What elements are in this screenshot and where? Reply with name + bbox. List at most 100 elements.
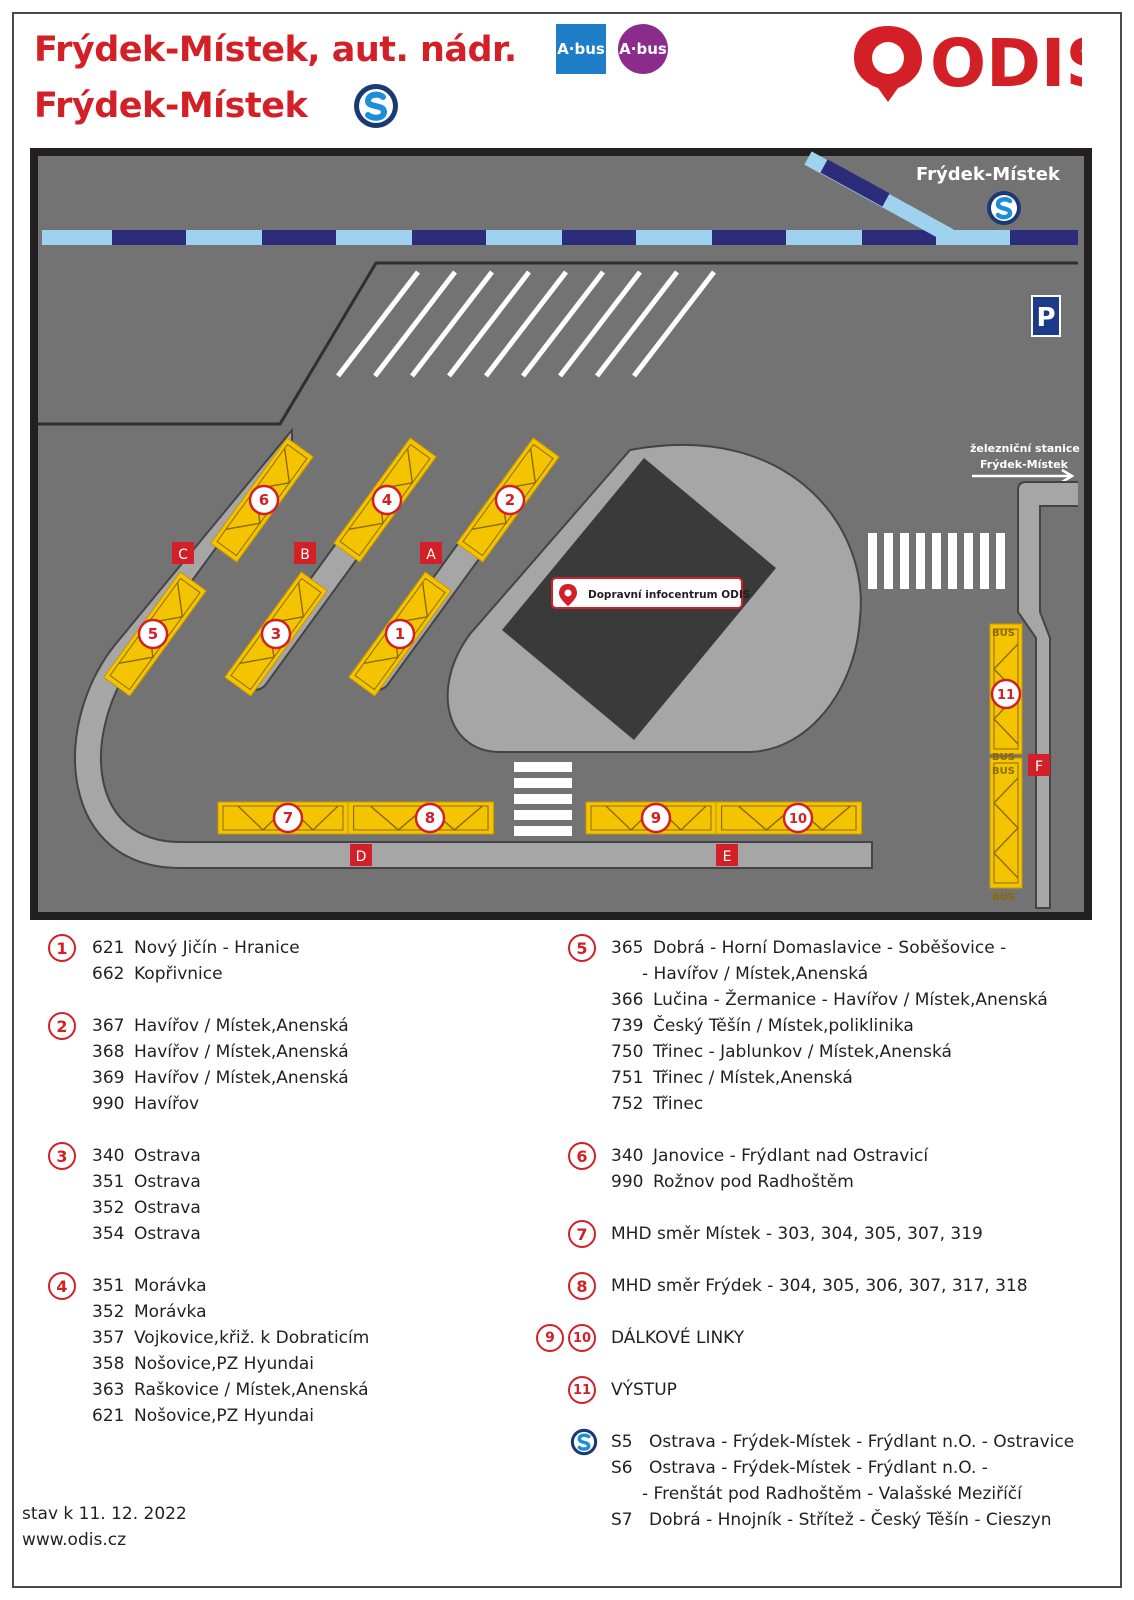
page-frame — [12, 12, 1122, 1588]
s-rail-station-icon — [987, 191, 1021, 225]
map-stand-5: 5 — [148, 625, 158, 643]
crosswalk-right — [868, 533, 1005, 589]
map-stand-6: 6 — [259, 491, 269, 509]
page-subtitle: Frýdek-Místek — [34, 86, 308, 126]
map-stand-2: 2 — [505, 491, 515, 509]
list-item: MHD směr Frýdek - 304, 305, 306, 307, 31… — [611, 1276, 1028, 1296]
platform-d-sign — [350, 844, 372, 866]
platform-b-sign — [294, 542, 316, 564]
legend-stand-9: 9 — [536, 1324, 564, 1352]
list-item-continuation: - Havířov / Místek,Anenská — [642, 964, 869, 984]
list-item: VÝSTUP — [611, 1380, 677, 1400]
map-stand-11: 11 — [997, 688, 1015, 703]
platform-d-letter: D — [356, 849, 367, 865]
abus-blue-logo: A·bus — [556, 24, 606, 74]
legend-stand-11: 11 — [568, 1376, 596, 1404]
platform-a-sign — [420, 542, 442, 564]
rail-station-label-1: železniční stanice — [970, 442, 1080, 455]
platform-f-sign — [1028, 754, 1050, 776]
legend-stand-7: 7 — [568, 1220, 596, 1248]
infocentrum-label: Dopravní infocentrum ODIS — [588, 589, 750, 601]
station-map: Frýdek-Místek P železniční stanice Frýde… — [30, 148, 1092, 920]
s-rail-icon — [570, 1428, 598, 1456]
platform-f-letter: F — [1035, 759, 1043, 775]
crosswalk-bottom — [514, 762, 572, 836]
bus-label: BUS — [992, 766, 1015, 777]
map-stand-8: 8 — [425, 809, 435, 827]
bus-label: BUS — [992, 752, 1015, 763]
platform-e-letter: E — [723, 849, 732, 865]
platform-c-sign — [172, 542, 194, 564]
parking-sign — [1031, 295, 1061, 337]
parking-stripes — [336, 270, 716, 378]
legend-stand-10: 10 — [568, 1324, 596, 1352]
platform-e-sign — [716, 844, 738, 866]
website-link[interactable]: www.odis.cz — [22, 1530, 127, 1550]
map-stand-10: 10 — [789, 812, 807, 827]
bus-label: BUS — [992, 628, 1015, 639]
arrow-right-icon — [972, 468, 1075, 484]
bus-bay-11b — [989, 757, 1023, 889]
map-stand-9: 9 — [651, 809, 661, 827]
list-item: DÁLKOVÉ LINKY — [611, 1328, 745, 1348]
parking-sign-letter: P — [1036, 303, 1055, 333]
map-stand-3: 3 — [271, 625, 281, 643]
rail-station-label-2: Frýdek-Místek — [980, 458, 1069, 471]
map-stand-4: 4 — [382, 491, 392, 509]
legend-stand-1: 1 — [48, 934, 76, 962]
platform-f — [1017, 481, 1078, 909]
legend-stand-4: 4 — [48, 1272, 76, 1300]
station-label: Frýdek-Místek — [916, 164, 1061, 185]
platform-c-d-e — [74, 427, 873, 869]
bus-label: BUS — [992, 892, 1015, 903]
map-stand-7: 7 — [283, 809, 293, 827]
validity-date: stav k 11. 12. 2022 — [22, 1504, 187, 1524]
platform-a-letter: A — [426, 547, 436, 563]
legend-stand-5: 5 — [568, 934, 596, 962]
legend-stand-3: 3 — [48, 1142, 76, 1170]
legend-stand-2: 2 — [48, 1012, 76, 1040]
odis-logo-text: ODIS — [930, 25, 1082, 102]
legend-stand-8: 8 — [568, 1272, 596, 1300]
s-rail-icon — [354, 84, 398, 128]
list-item: MHD směr Místek - 303, 304, 305, 307, 31… — [611, 1224, 983, 1244]
railway-track — [42, 151, 1078, 245]
platform-b-letter: B — [300, 547, 310, 563]
infocentrum-label-box — [551, 577, 743, 609]
platform-c-letter: C — [178, 547, 188, 563]
odis-logo: ODIS — [854, 25, 1082, 102]
page-title: Frýdek-Místek, aut. nádr. — [34, 30, 517, 70]
legend-stand-6: 6 — [568, 1142, 596, 1170]
road-edge — [38, 261, 1078, 426]
map-stand-1: 1 — [395, 625, 405, 643]
abus-purple-logo: A·bus — [618, 24, 668, 74]
list-item-continuation: - Frenštát pod Radhoštěm - Valašské Mezi… — [642, 1484, 1022, 1504]
